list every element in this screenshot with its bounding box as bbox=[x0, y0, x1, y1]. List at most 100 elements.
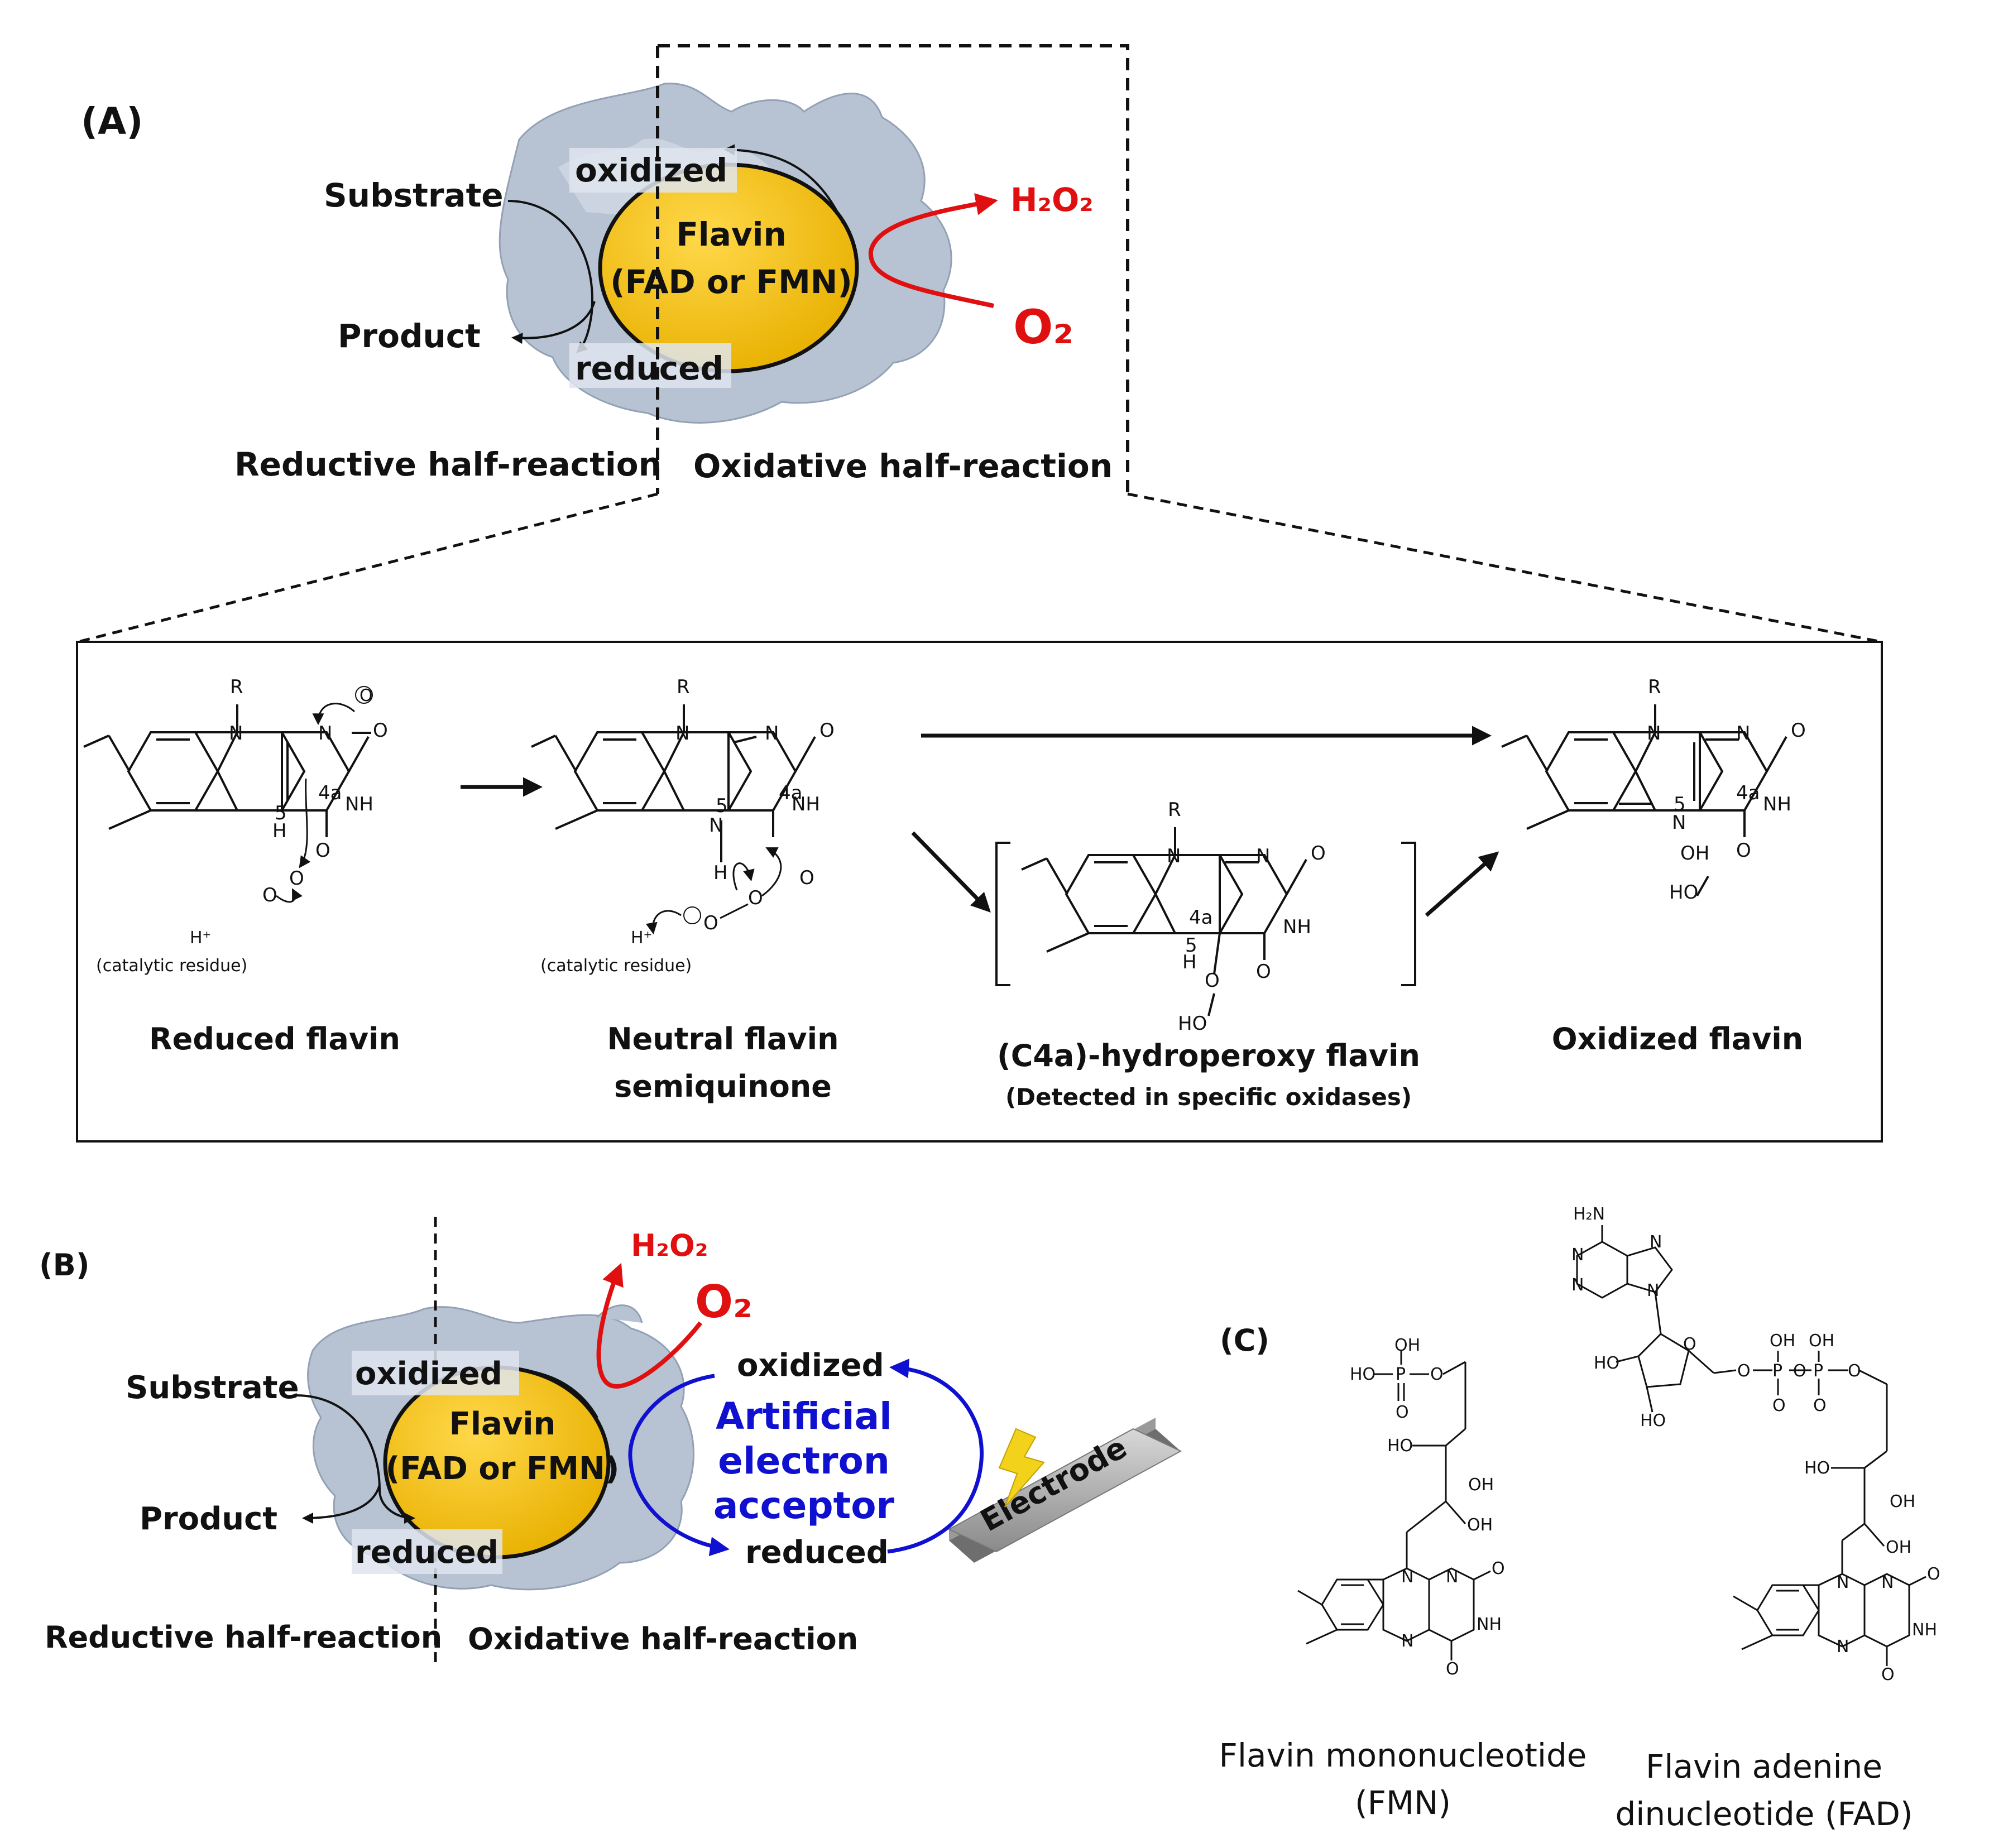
atom-label: O bbox=[289, 867, 304, 890]
arrow-semiquinone-to-hydroperoxy bbox=[911, 831, 991, 913]
substrate-label-b: Substrate bbox=[126, 1370, 299, 1406]
atom-label: OH bbox=[1809, 1331, 1834, 1351]
atom-label: O bbox=[1430, 1365, 1444, 1384]
lightning-bolt-icon bbox=[998, 1428, 1045, 1508]
atom-label: O bbox=[1772, 1396, 1786, 1415]
arrow-hydroperoxy-to-oxidized bbox=[1425, 851, 1499, 917]
atom-label: P bbox=[1396, 1365, 1406, 1384]
atom-label: N bbox=[709, 814, 723, 837]
semiquinone-label-line1: Neutral flavin bbox=[607, 1021, 838, 1057]
atom-label: O bbox=[373, 719, 388, 742]
atom-label: H bbox=[713, 862, 728, 884]
atom-label: N bbox=[1650, 1232, 1662, 1252]
atom-label: N bbox=[1167, 845, 1181, 867]
atom-label: 4a bbox=[779, 782, 802, 804]
atom-label: 5 bbox=[716, 795, 728, 817]
atom-label: R bbox=[1168, 799, 1181, 821]
acceptor-reduced-label-b: reduced bbox=[745, 1534, 889, 1571]
reductive-label-a: Reductive half-reaction bbox=[234, 445, 662, 483]
atom-label: N bbox=[1256, 845, 1270, 867]
acceptor-oxidized-label-b: oxidized bbox=[737, 1347, 884, 1384]
panel-a: (A) oxidized reduced Flavin (FAD or FMN)… bbox=[78, 44, 1882, 644]
reduced-label-a: reduced bbox=[575, 349, 723, 387]
atom-label: P bbox=[1772, 1361, 1782, 1381]
fmn-structure bbox=[1297, 1351, 1491, 1660]
atom-label: N bbox=[1647, 1281, 1659, 1300]
oxidative-label-b: Oxidative half-reaction bbox=[468, 1621, 858, 1657]
atom-label: HO bbox=[1640, 1411, 1666, 1431]
product-label-b: Product bbox=[140, 1501, 277, 1537]
reductive-label-b: Reductive half-reaction bbox=[45, 1620, 442, 1655]
atom-label: O bbox=[1446, 1659, 1459, 1679]
atom-label: N bbox=[229, 722, 243, 745]
mechanism-box: R N N O NH 5 H 4a O O O O H⁺ (catalytic … bbox=[76, 641, 1883, 1143]
atom-label: HO bbox=[1594, 1353, 1619, 1373]
atom-label: N bbox=[1672, 812, 1686, 834]
atom-label: N bbox=[1837, 1637, 1849, 1657]
atom-label: O bbox=[1683, 1335, 1696, 1354]
atom-label: OH bbox=[1886, 1538, 1911, 1557]
panel-a-tag: (A) bbox=[81, 100, 143, 143]
cycle-arrow-top-a bbox=[723, 144, 844, 224]
atom-label: 4a bbox=[318, 782, 342, 804]
atom-label: O bbox=[819, 719, 835, 742]
atom-label: HO bbox=[1669, 881, 1698, 904]
fad-label-line2: dinucleotide (FAD) bbox=[1615, 1795, 1913, 1833]
atom-label: O bbox=[1736, 839, 1751, 862]
acceptor-arrow-right-b bbox=[887, 1359, 984, 1554]
fad-structure bbox=[1576, 1225, 1926, 1666]
fmn-label-line1: Flavin mononucleotide bbox=[1219, 1736, 1587, 1774]
atom-label: O bbox=[1205, 969, 1220, 992]
atom-label: HO bbox=[1804, 1458, 1830, 1478]
atom-label: O bbox=[1793, 1361, 1806, 1381]
oxidative-label-a: Oxidative half-reaction bbox=[693, 447, 1113, 485]
substrate-arrow-b bbox=[295, 1394, 415, 1524]
fmn-label-line2: (FMN) bbox=[1355, 1784, 1451, 1822]
atom-label: OH bbox=[1770, 1331, 1795, 1351]
h-plus-label: H⁺ bbox=[631, 928, 652, 948]
acceptor-label-line2: electron bbox=[718, 1439, 890, 1482]
hydroperoxy-note: (Detected in specific oxidases) bbox=[1005, 1083, 1412, 1111]
catalytic-residue-label: (catalytic residue) bbox=[540, 956, 692, 976]
atom-label: H bbox=[272, 820, 287, 842]
atom-label: O bbox=[1927, 1564, 1940, 1584]
atom-label: O bbox=[1311, 842, 1326, 865]
acceptor-label-line3: acceptor bbox=[713, 1484, 895, 1527]
acceptor-label-line1: Artificial bbox=[716, 1395, 892, 1438]
atom-label: OH bbox=[1468, 1475, 1494, 1495]
atom-label: N bbox=[1446, 1567, 1458, 1587]
reduced-label-b: reduced bbox=[355, 1534, 499, 1571]
atom-label: OH bbox=[1680, 842, 1709, 865]
flavin-label-b: Flavin bbox=[449, 1406, 556, 1442]
flavin-type-a: (FAD or FMN) bbox=[610, 263, 852, 301]
atom-label: O bbox=[1256, 961, 1271, 983]
atom-label: 4a bbox=[1736, 782, 1760, 804]
atom-label: N bbox=[765, 722, 779, 745]
atom-label: O bbox=[1813, 1396, 1827, 1415]
reduced-flavin-structure bbox=[83, 704, 371, 837]
atom-label: O bbox=[1791, 719, 1806, 742]
atom-label: NH bbox=[1283, 916, 1311, 938]
panel-c-tag: (C) bbox=[1220, 1323, 1269, 1358]
panel-c: (C) OH HO P bbox=[1219, 1204, 1940, 1833]
atom-label: N bbox=[1837, 1573, 1849, 1592]
oxygen-arrow-b bbox=[596, 1263, 703, 1389]
atom-label: OH bbox=[1890, 1492, 1915, 1511]
atom-label: N bbox=[1401, 1631, 1413, 1651]
atom-label: O bbox=[262, 884, 277, 906]
semiquinone-label-line2: semiquinone bbox=[614, 1069, 832, 1104]
atom-label: NH bbox=[1912, 1620, 1937, 1640]
atom-label: O bbox=[360, 686, 373, 705]
atom-label: 5 bbox=[1674, 793, 1686, 815]
o2-label-b: O₂ bbox=[695, 1276, 753, 1328]
oxidized-label-a: oxidized bbox=[575, 151, 727, 189]
oxidized-label-b: oxidized bbox=[355, 1356, 502, 1392]
atom-label: 4a bbox=[1189, 906, 1212, 929]
atom-label: HO bbox=[1387, 1436, 1413, 1456]
mechanism-frame bbox=[76, 641, 1883, 1143]
atom-label: O bbox=[1492, 1559, 1505, 1578]
atom-label: OH bbox=[1394, 1336, 1420, 1355]
panel-b-tag: (B) bbox=[39, 1247, 90, 1283]
oxidative-dashed-box-a bbox=[656, 44, 1129, 494]
